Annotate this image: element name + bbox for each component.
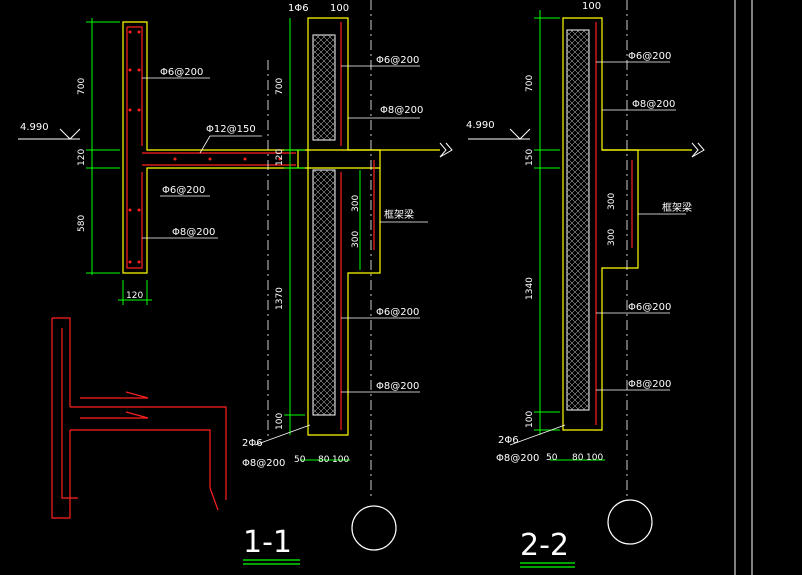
left-rebar-dots [128,30,282,264]
middle-wall-section [284,0,453,551]
axis-bubble-right [607,499,653,545]
right-dim-300b: 300 [607,229,617,246]
left-dim-700: 700 [77,78,87,95]
middle-wall-outline [307,17,381,436]
mid-dim-100: 100 [275,413,285,430]
label-wall-top: Φ6@200 [160,67,203,78]
left-elevation: 4.990 [20,122,49,133]
right-bottom-dim-80: 80 [572,453,584,463]
right-dim-700: 700 [525,75,535,92]
mid-dim-1370: 1370 [275,287,285,310]
left-dim-120: 120 [77,149,87,166]
leader-lines [142,61,686,446]
label-r-top-2: Φ8@200 [632,99,675,110]
label-frame-beam-left: 框架梁 [384,208,414,221]
right-elevation: 4.990 [466,120,495,131]
left-dimension-lines [86,18,152,305]
left-top-dim: 100 [330,3,349,14]
left-bottom-width: 120 [126,291,143,301]
middle-dimension-lines [284,18,361,461]
right-bottom-rebar-1: 2Φ6 [498,435,519,446]
lower-insulation [312,169,336,416]
label-slab: Φ12@150 [206,124,256,135]
right-elevation-mark [468,128,531,140]
insulation-hatch [312,34,336,416]
right-section-title: 2-2 [520,528,569,563]
label-right-bottom-2: Φ8@200 [376,381,419,392]
left-bottom-rebar-2: Φ8@200 [242,458,285,469]
right-bottom-dim-100: 100 [586,453,603,463]
left-bottom-dim-80: 80 [318,455,330,465]
right-wall-section [468,0,753,575]
break-mark-left [439,142,453,158]
middle-wall-rebar [340,22,375,430]
rebar-detail-sketch [51,317,227,519]
label-r-bottom-1: Φ6@200 [628,302,671,313]
right-dim-150: 150 [525,149,535,166]
left-wall-section [18,18,299,440]
left-bottom-dim-100: 100 [332,455,349,465]
label-slab-bottom: Φ6@200 [162,185,205,196]
left-section-title: 1-1 [243,525,292,560]
label-r-top-1: Φ6@200 [628,51,671,62]
break-mark-right [691,142,705,158]
label-wall-bottom: Φ8@200 [172,227,215,238]
right-wall-rebar [595,22,633,425]
right-dimension-lines [534,10,605,461]
mid-dim-300a: 300 [351,195,361,212]
label-right-top-2: Φ8@200 [380,105,423,116]
left-dim-580: 580 [77,215,87,232]
right-bottom-rebar-2: Φ8@200 [496,453,539,464]
axis-bubble-left [351,505,397,551]
label-right-bottom-1: Φ6@200 [376,307,419,318]
left-bottom-rebar-1: 2Φ6 [242,438,263,449]
right-top-dim: 100 [582,1,601,12]
left-top-label: 1Φ6 [288,3,309,14]
label-r-bottom-2: Φ8@200 [628,379,671,390]
left-wall-rebar [126,26,143,269]
label-frame-beam-right: 框架梁 [662,201,692,214]
mid-dim-300b: 300 [351,231,361,248]
upper-insulation [312,34,336,141]
right-bottom-dim-50: 50 [546,453,558,463]
right-insulation [566,29,590,411]
mid-dim-120: 120 [275,149,285,166]
left-bottom-dim-50: 50 [294,455,306,465]
right-dim-300a: 300 [607,193,617,210]
label-right-top-1: Φ6@200 [376,55,419,66]
right-insulation-hatch [566,29,590,411]
right-dim-100: 100 [525,411,535,428]
mid-dim-700: 700 [275,78,285,95]
left-elevation-mark [18,128,81,140]
right-dim-1340: 1340 [525,277,535,300]
